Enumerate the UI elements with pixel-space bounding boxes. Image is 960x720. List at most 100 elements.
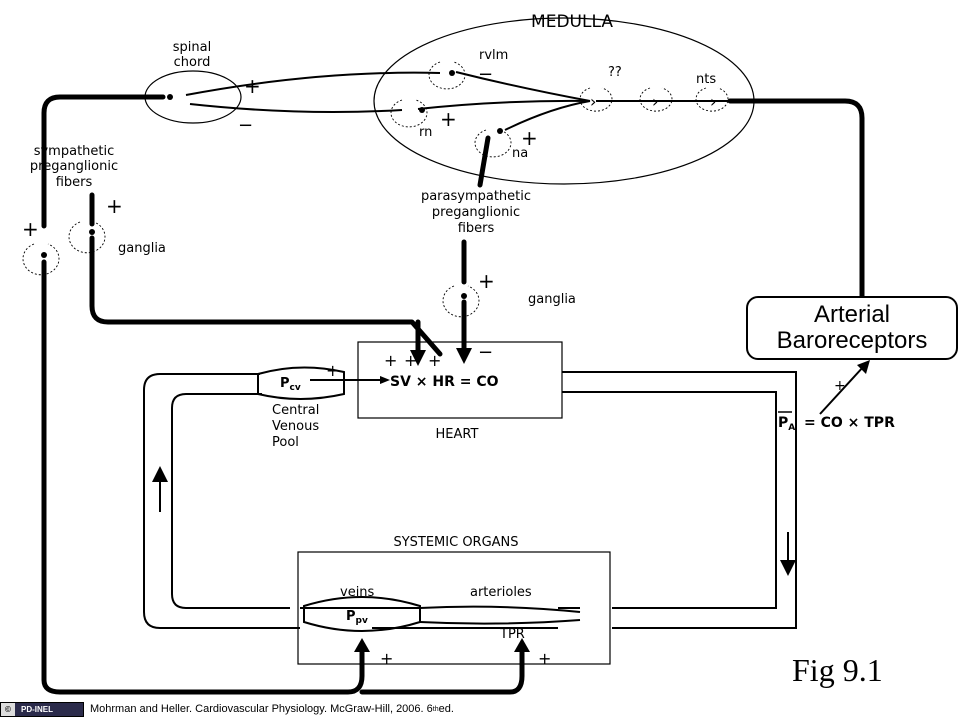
pa-to-baroreceptor-path xyxy=(819,365,865,415)
ganglion-left-synapse xyxy=(41,252,47,258)
spinal-plus-sign: + xyxy=(244,74,261,98)
arterioles-label: arterioles xyxy=(470,585,532,600)
parasympathetic-heart-arrowhead xyxy=(456,348,472,364)
heart-equation: SV × HR = CO xyxy=(390,374,499,390)
rvlm-label: rvlm xyxy=(479,48,508,63)
to-arterioles-path xyxy=(359,645,525,695)
citation: © PD-INEL Mohrman and Heller. Cardiovasc… xyxy=(0,700,454,718)
na-sign: + xyxy=(521,126,538,150)
tpr-label: TPR xyxy=(499,627,525,642)
arterial-equation: = CO × TPR xyxy=(804,415,895,431)
unknown-label: ?? xyxy=(608,65,622,80)
na-synapse xyxy=(497,128,503,134)
relay-arrow-2: › xyxy=(652,92,658,111)
pa-baroreceptor-arrowhead xyxy=(857,360,870,374)
spinal-cord-label-line2: chord xyxy=(174,55,211,70)
arterial-baroreceptors-box: Arterial Baroreceptors xyxy=(746,296,958,360)
arterioles-constriction xyxy=(419,605,581,625)
sympathetic-label-line1: sympathetic xyxy=(34,144,115,159)
sympathetic-ganglion-left xyxy=(22,243,60,276)
veins-arrowhead xyxy=(354,638,370,652)
heart-sign-1: + xyxy=(384,351,397,370)
figure-label: Fig 9.1 xyxy=(792,652,883,688)
circulation-inner-loop xyxy=(171,391,777,609)
baroreceptor-afferent-path xyxy=(727,98,865,299)
pool-label-line2: Venous xyxy=(272,419,319,434)
relay-arrow-3: › xyxy=(710,92,716,111)
heart-sign-3: + xyxy=(428,351,441,370)
rn-to-spinal-path xyxy=(189,103,403,113)
sympathetic-heart-arrowhead xyxy=(410,350,426,366)
rvlm-synapse xyxy=(449,70,455,76)
na-label: na xyxy=(512,146,528,161)
spinal-synapse xyxy=(167,94,173,100)
systemic-organs-box xyxy=(297,551,611,665)
ganglion-right-synapse xyxy=(89,229,95,235)
systemic-organs-label: SYSTEMIC ORGANS xyxy=(393,535,518,550)
rn-synapse xyxy=(419,107,425,113)
sympathetic-to-organs-path xyxy=(41,259,365,695)
license-icon: © xyxy=(1,702,15,716)
arterioles-plus-sign: + xyxy=(538,649,551,668)
baroreceptors-label-line2: Baroreceptors xyxy=(776,327,928,354)
spinal-minus-sign: − xyxy=(238,115,253,136)
nts-label: nts xyxy=(696,72,716,87)
pcv-label: Pcv xyxy=(280,376,301,393)
pcv-sign: + xyxy=(326,361,339,380)
ppv-label: Ppv xyxy=(346,609,368,626)
citation-text: Mohrman and Heller. Cardiovascular Physi… xyxy=(90,703,433,715)
na-nucleus xyxy=(474,129,512,158)
baroreceptors-label-line1: Arterial xyxy=(813,301,891,328)
rvlm-nucleus xyxy=(428,61,466,90)
license-badge: © PD-INEL xyxy=(0,701,84,717)
citation-superscript: th xyxy=(432,705,439,713)
citation-tail: ed. xyxy=(438,703,454,715)
rn-to-relay-path xyxy=(417,99,591,110)
na-to-relay-path xyxy=(504,100,591,131)
pool-label-line3: Pool xyxy=(272,435,299,450)
parasympathetic-ganglia-label: ganglia xyxy=(528,292,576,307)
rn-sign: + xyxy=(440,107,457,131)
arterial-flow-arrowhead xyxy=(780,560,796,576)
parasympathetic-synapse xyxy=(461,293,467,299)
arterioles-arrowhead xyxy=(514,638,530,652)
sympathetic-label-line2: preganglionic xyxy=(30,159,118,174)
parasympathetic-fiber-path xyxy=(477,135,491,188)
central-venous-pool xyxy=(257,366,345,400)
parasympathetic-label-line1: parasympathetic xyxy=(421,189,531,204)
medulla-title: MEDULLA xyxy=(531,12,613,32)
relay-nucleus-1 xyxy=(579,87,613,112)
pa-sign: + xyxy=(834,378,846,394)
pool-label-line1: Central xyxy=(272,403,319,418)
heart-sign-2: + xyxy=(404,351,417,370)
sympathetic-to-heart-path xyxy=(89,235,443,357)
parasympathetic-ganglion xyxy=(442,285,480,318)
rn-nucleus xyxy=(390,99,428,128)
veins-plus-sign: + xyxy=(380,649,393,668)
sympathetic-ganglion-right xyxy=(68,221,106,254)
relay-arrow-1: › xyxy=(590,92,596,111)
pa-label: PA xyxy=(778,415,795,433)
sympathetic-fiber-path xyxy=(41,94,166,229)
parasympathetic-ganglion-sign: + xyxy=(478,269,495,293)
ganglion-left-sign: + xyxy=(22,217,39,241)
parasympathetic-label-line2: preganglionic xyxy=(432,205,520,220)
ganglion-right-sign: + xyxy=(106,194,123,218)
rvlm-to-relay-path xyxy=(455,71,591,102)
nts-nucleus xyxy=(695,87,729,112)
heart-label: HEART xyxy=(436,427,479,442)
sympathetic-label-line3: fibers xyxy=(56,175,93,190)
sympathetic-ganglia-label: ganglia xyxy=(118,241,166,256)
rvlm-to-spinal-path xyxy=(185,71,441,96)
heart-sign-4: − xyxy=(478,342,493,363)
circulation-outer-loop xyxy=(143,371,797,629)
relay-nucleus-2 xyxy=(639,87,673,112)
rn-label: rn xyxy=(419,125,432,140)
rvlm-sign: − xyxy=(478,64,493,85)
venous-return-arrowhead xyxy=(152,466,168,482)
parasympathetic-label-line3: fibers xyxy=(458,221,495,236)
license-badge-text: PD-INEL xyxy=(21,704,53,714)
spinal-cord-label-line1: spinal xyxy=(173,40,211,55)
pcv-arrowhead xyxy=(380,376,390,384)
